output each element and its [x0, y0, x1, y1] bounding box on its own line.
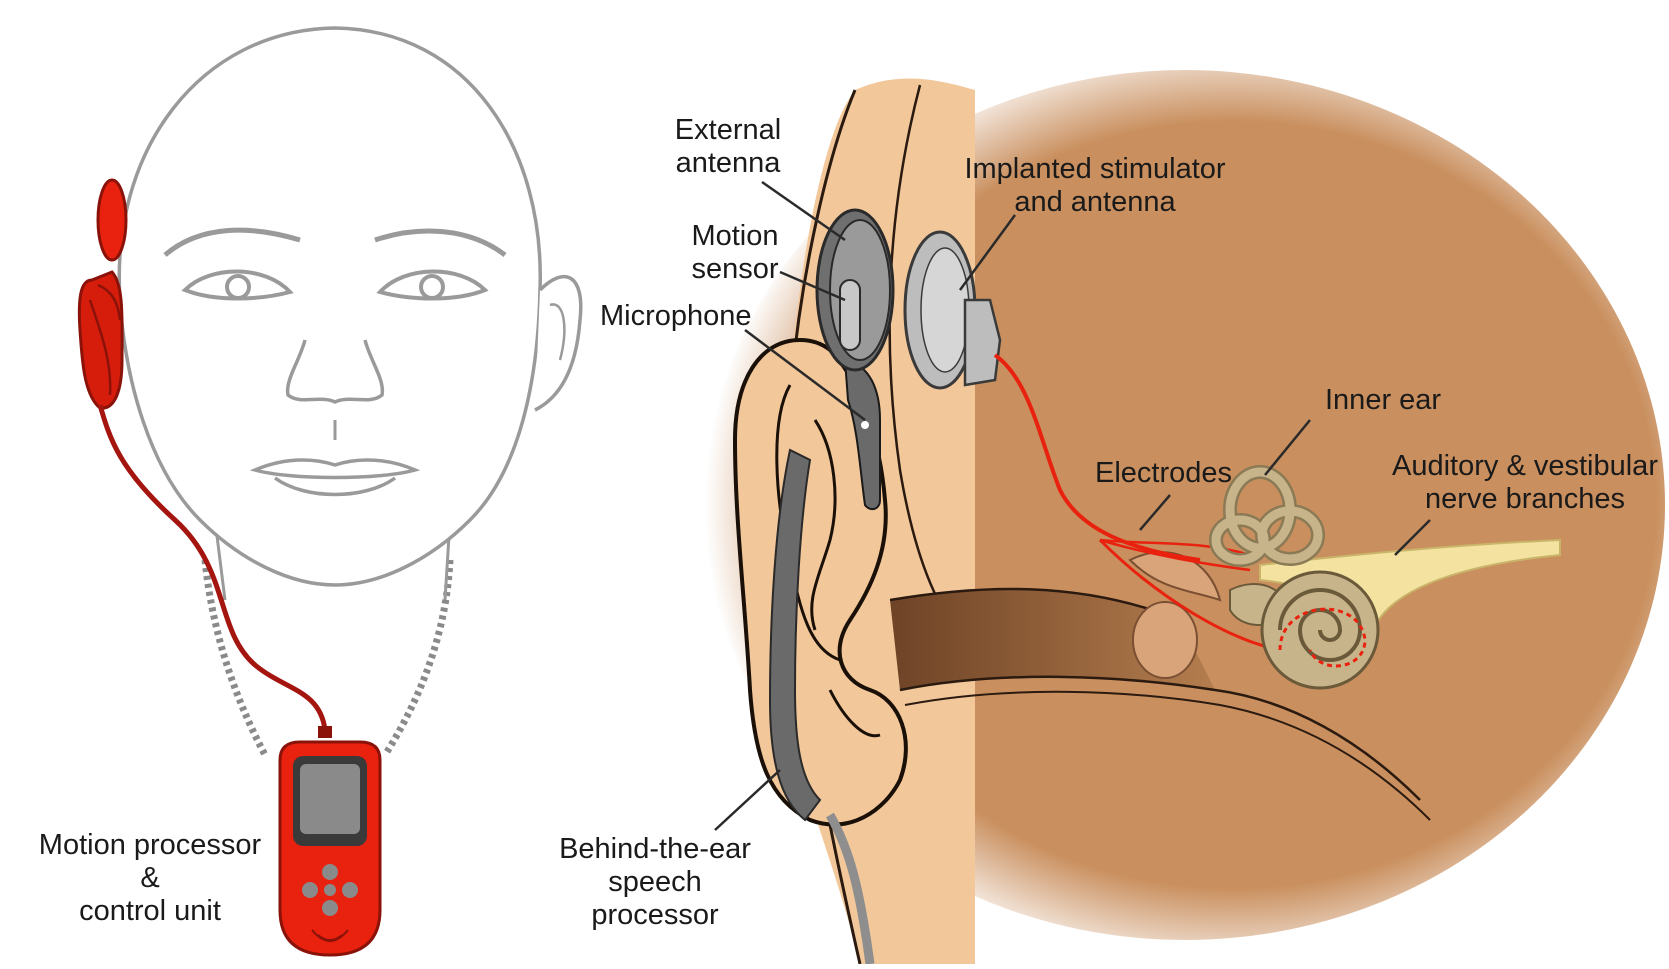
label-microphone: Microphone — [600, 300, 752, 333]
head-right-ear — [535, 277, 581, 410]
head-outline — [119, 28, 540, 585]
control-unit — [280, 726, 380, 955]
label-behind-ear-processor: Behind-the-ear speech processor — [545, 833, 765, 932]
label-implanted-stimulator-line2: and antenna — [935, 186, 1255, 219]
control-unit-button-down — [322, 900, 338, 916]
label-motion-sensor-line2: sensor — [680, 253, 790, 286]
control-unit-screen — [300, 764, 360, 834]
label-motion-processor-line2: & — [25, 862, 275, 895]
microphone-port — [861, 421, 869, 429]
label-implanted-stimulator-line1: Implanted stimulator — [935, 153, 1255, 186]
label-motion-sensor: Motion sensor — [680, 220, 790, 286]
middle-ear-bone — [1133, 602, 1197, 678]
label-external-antenna-line2: antenna — [668, 147, 788, 180]
label-external-antenna-line1: External — [668, 114, 788, 147]
label-implanted-stimulator: Implanted stimulator and antenna — [935, 153, 1255, 219]
label-bte-line2: speech — [545, 866, 765, 899]
control-unit-connector — [318, 726, 332, 738]
label-electrodes: Electrodes — [1095, 457, 1232, 490]
label-motion-processor-line3: control unit — [25, 895, 275, 928]
label-bte-line3: processor — [545, 899, 765, 932]
label-external-antenna: External antenna — [668, 114, 788, 180]
label-motion-processor-line1: Motion processor — [25, 829, 275, 862]
label-motion-processor: Motion processor & control unit — [25, 829, 275, 928]
motion-sensor — [840, 280, 860, 350]
head-illustration — [119, 28, 581, 755]
neck-right-dashed — [385, 560, 450, 755]
implanted-antenna-inner — [921, 248, 969, 372]
label-auditory-nerve-line1: Auditory & vestibular — [1380, 450, 1669, 483]
label-motion-sensor-line1: Motion — [680, 220, 790, 253]
control-unit-button-left — [302, 882, 318, 898]
control-unit-button-center — [324, 884, 336, 896]
head-worn-device — [79, 180, 126, 408]
head-external-antenna — [98, 180, 126, 260]
control-unit-button-right — [342, 882, 358, 898]
control-unit-button-up — [322, 864, 338, 880]
label-auditory-nerve: Auditory & vestibular nerve branches — [1380, 450, 1669, 516]
neck-left-dashed — [205, 560, 265, 755]
label-auditory-nerve-line2: nerve branches — [1380, 483, 1669, 516]
label-inner-ear: Inner ear — [1325, 384, 1441, 417]
leader-bte-processor — [715, 770, 780, 830]
label-bte-line1: Behind-the-ear — [545, 833, 765, 866]
head-processor-body — [79, 272, 122, 408]
